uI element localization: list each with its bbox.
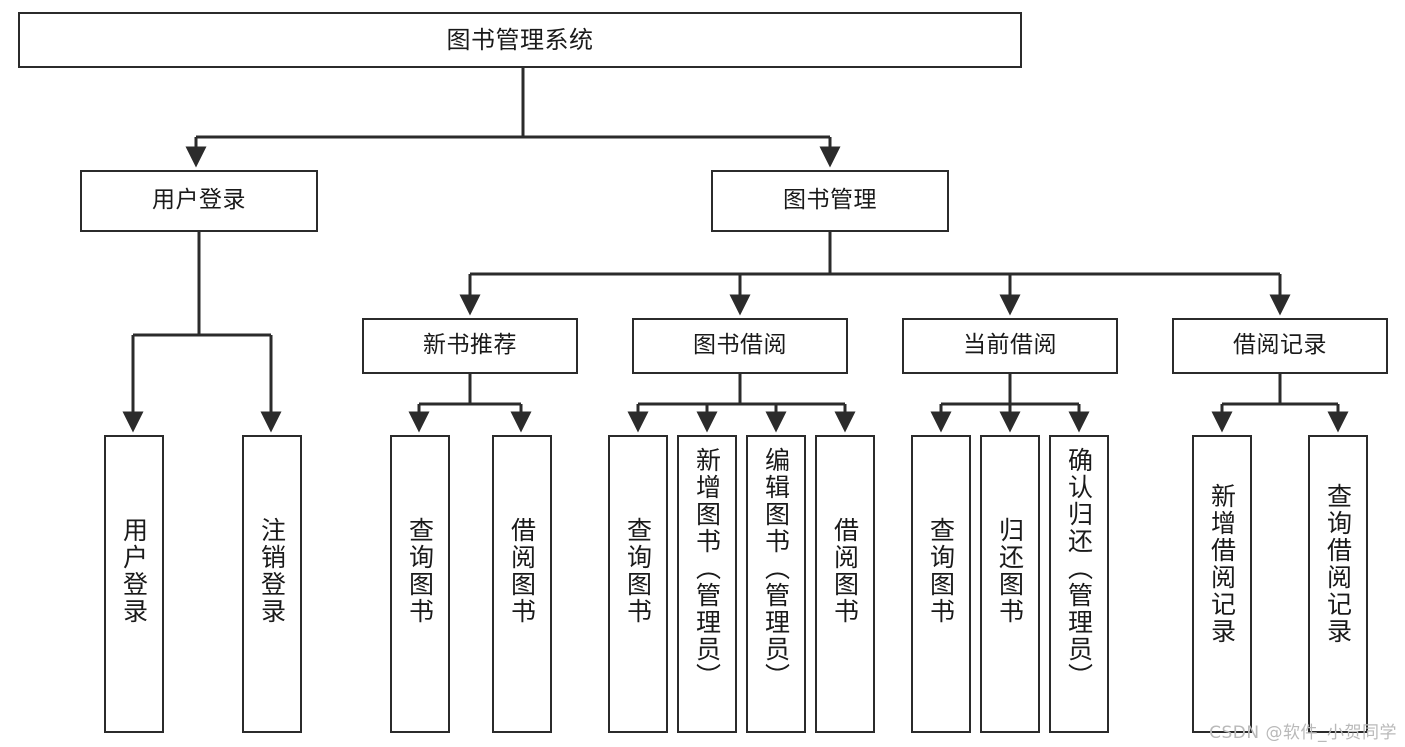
node-new-book-recommend[interactable]: 新书推荐 <box>362 318 578 374</box>
node-leaf-logout-login[interactable]: 注销登录 <box>242 435 302 733</box>
node-leaf-query-book-2[interactable]: 查询图书 <box>608 435 668 733</box>
node-label: 查询图书 <box>405 517 435 625</box>
node-label: 当前借阅 <box>963 332 1057 359</box>
node-book-borrow[interactable]: 图书借阅 <box>632 318 848 374</box>
node-label: 借阅图书 <box>507 517 537 625</box>
node-leaf-query-book-3[interactable]: 查询图书 <box>911 435 971 733</box>
node-label: 查询图书 <box>926 517 956 625</box>
node-label: 图书管理 <box>783 187 877 214</box>
node-label: 图书借阅 <box>693 332 787 359</box>
node-leaf-add-book-admin[interactable]: 新增图书（管理员） <box>677 435 737 733</box>
node-label: 图书管理系统 <box>446 25 594 54</box>
node-label: 用户登录 <box>152 187 246 214</box>
node-leaf-add-borrow-record[interactable]: 新增借阅记录 <box>1192 435 1252 733</box>
node-label: 新书推荐 <box>423 332 517 359</box>
node-label: 查询借阅记录 <box>1323 483 1353 645</box>
node-label: 归还图书 <box>995 517 1025 625</box>
node-leaf-return-book[interactable]: 归还图书 <box>980 435 1040 733</box>
node-leaf-edit-book-admin[interactable]: 编辑图书（管理员） <box>746 435 806 733</box>
node-label: 确认归还（管理员） <box>1064 447 1094 690</box>
node-leaf-borrow-book-1[interactable]: 借阅图书 <box>492 435 552 733</box>
node-label: 新增图书（管理员） <box>692 447 722 690</box>
node-leaf-query-book-1[interactable]: 查询图书 <box>390 435 450 733</box>
node-label: 用户登录 <box>119 517 149 625</box>
node-label: 注销登录 <box>257 517 287 625</box>
node-label: 新增借阅记录 <box>1207 483 1237 645</box>
node-label: 借阅记录 <box>1233 332 1327 359</box>
node-leaf-confirm-return-admin[interactable]: 确认归还（管理员） <box>1049 435 1109 733</box>
node-book-management[interactable]: 图书管理 <box>711 170 949 232</box>
node-user-login[interactable]: 用户登录 <box>80 170 318 232</box>
node-borrow-record[interactable]: 借阅记录 <box>1172 318 1388 374</box>
node-leaf-borrow-book-2[interactable]: 借阅图书 <box>815 435 875 733</box>
node-leaf-query-borrow-record[interactable]: 查询借阅记录 <box>1308 435 1368 733</box>
node-current-borrow[interactable]: 当前借阅 <box>902 318 1118 374</box>
node-leaf-user-login[interactable]: 用户登录 <box>104 435 164 733</box>
node-book-management-system[interactable]: 图书管理系统 <box>18 12 1022 68</box>
csdn-watermark: CSDN @软件_小贺同学 <box>1209 723 1397 743</box>
node-label: 查询图书 <box>623 517 653 625</box>
node-label: 借阅图书 <box>830 517 860 625</box>
node-label: 编辑图书（管理员） <box>761 447 791 690</box>
